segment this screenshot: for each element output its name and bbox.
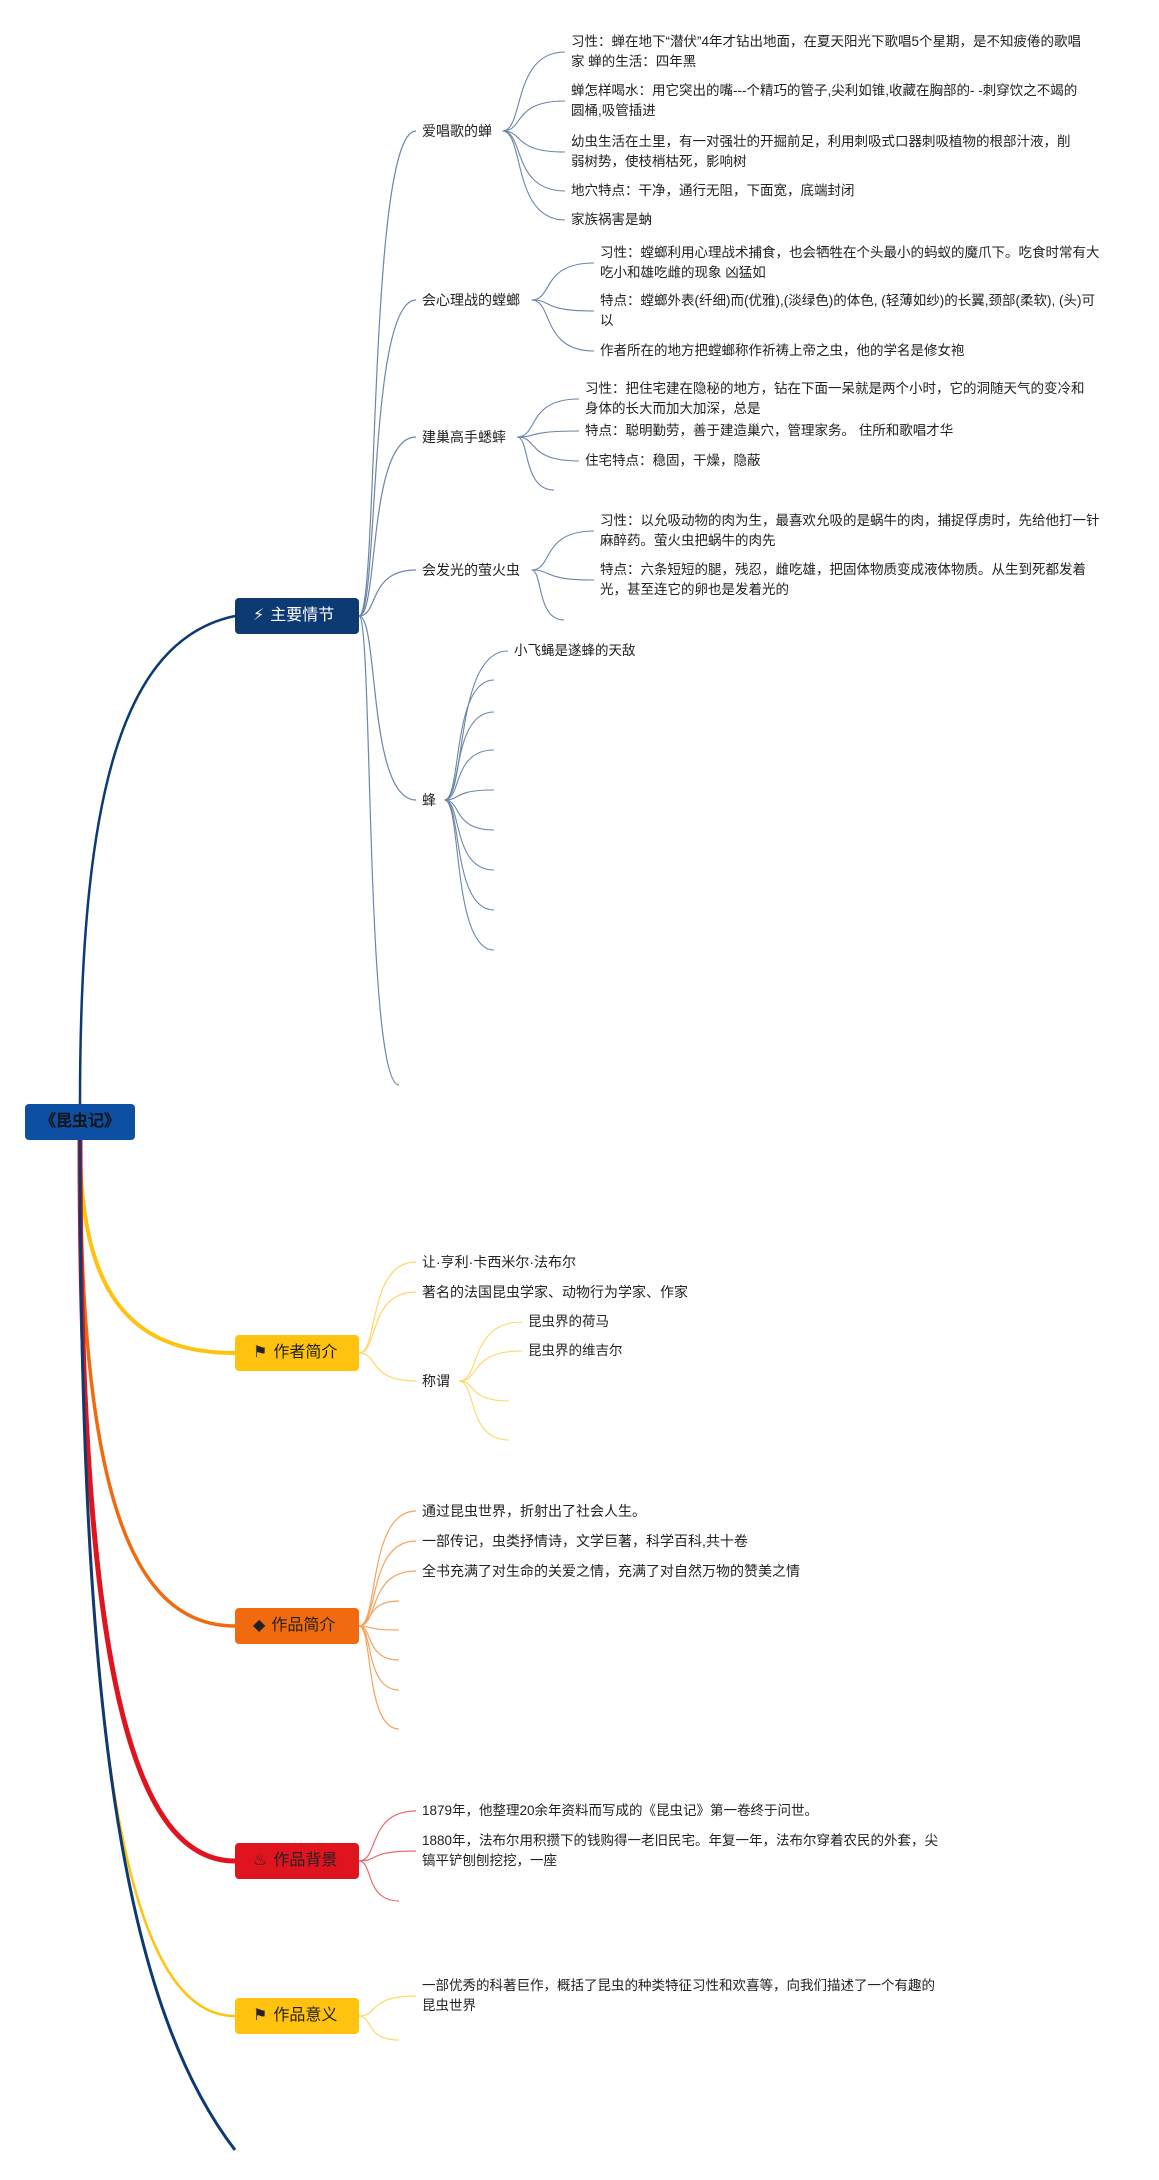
connector-plot-leaf-1-1 bbox=[531, 299, 595, 312]
leaf-firefly-habit[interactable]: 习性：以允吸动物的肉为生，最喜欢允吸的是蜗牛的肉，捕捉俘虏时，先给他打一针麻醉药… bbox=[600, 513, 1100, 548]
topic-mantis[interactable]: 会心理战的螳螂 bbox=[422, 292, 520, 308]
topic-cricket[interactable]: 建巢高手蟋蟀 bbox=[422, 429, 506, 445]
connector-root-intro bbox=[78, 1139, 236, 1628]
leaf-title-homer[interactable]: 昆虫界的荷马 bbox=[528, 1314, 609, 1329]
connector-intro-sub-7 bbox=[358, 1625, 400, 1730]
flag-icon: ⚑ bbox=[253, 2007, 268, 2024]
topic-bee[interactable]: 蜂 bbox=[422, 792, 436, 808]
connector-plot-leaf-2-3 bbox=[516, 436, 555, 491]
leaf-cicada-burrow[interactable]: 地穴特点：干净，通行无阻，下面宽，底端封闭 bbox=[571, 183, 855, 198]
topic-author-profession[interactable]: 著名的法国昆虫学家、动物行为学家、作家 bbox=[422, 1284, 688, 1300]
diamond-icon: ◆ bbox=[253, 1617, 266, 1634]
leaf-cricket-habit[interactable]: 习性：把住宅建在隐秘的地方，钻在下面一呆就是两个小时，它的洞随天气的变冷和身体的… bbox=[585, 381, 1085, 416]
connector-author-sub-1 bbox=[358, 1291, 417, 1354]
connector-plot-leaf-4-2 bbox=[444, 711, 495, 801]
topic-intro-theme[interactable]: 全书充满了对生命的关爱之情，充满了对自然万物的赞美之情 bbox=[422, 1563, 800, 1579]
connector-plot-sub-3 bbox=[358, 569, 417, 617]
connector-plot-sub-0 bbox=[358, 130, 417, 617]
connector-background-sub-2 bbox=[358, 1860, 400, 1902]
category-node-background[interactable]: ♨ 作品背景 bbox=[235, 1843, 359, 1879]
topic-intro-genre[interactable]: 一部传记，虫类抒情诗，文学巨著，科学百科,共十卷 bbox=[422, 1533, 748, 1549]
topic-firefly[interactable]: 会发光的萤火虫 bbox=[422, 562, 520, 578]
category-label: 作品背景 bbox=[273, 1852, 338, 1869]
connector-plot-leaf-3-0 bbox=[531, 530, 595, 571]
connector-root-plot bbox=[78, 614, 236, 1105]
connector-intro-sub-0 bbox=[358, 1510, 417, 1627]
category-node-intro[interactable]: ◆ 作品简介 bbox=[235, 1608, 359, 1644]
connector-plot-leaf-4-4 bbox=[444, 789, 495, 801]
category-label: 作品简介 bbox=[271, 1617, 336, 1634]
connector-root-background bbox=[77, 1139, 236, 1864]
connector-plot-leaf-2-1 bbox=[516, 430, 580, 438]
category-label: 作者简介 bbox=[273, 1344, 338, 1361]
leaf-cricket-features[interactable]: 特点：聪明勤劳，善于建造巢穴，管理家务。 住所和歌唱才华 bbox=[585, 423, 954, 438]
leaf-title-virgil[interactable]: 昆虫界的维吉尔 bbox=[528, 1343, 623, 1358]
connector-plot-leaf-2-2 bbox=[516, 436, 580, 462]
connector-meaning-sub-1 bbox=[358, 2015, 400, 2041]
category-node-author[interactable]: ⚑ 作者简介 bbox=[235, 1335, 359, 1371]
connector-plot-sub-4 bbox=[358, 615, 417, 801]
topic-background-1880[interactable]: 1880年，法布尔用积攒下的钱购得一老旧民宅。年复一年，法布尔穿着农民的外套，尖… bbox=[422, 1833, 939, 1868]
connector-meaning-sub-0 bbox=[358, 1995, 417, 2017]
leaf-mantis-habit[interactable]: 习性：螳螂利用心理战术捕食，也会牺牲在个头最小的蚂蚁的魔爪下。吃食时常有大吃小和… bbox=[600, 245, 1100, 280]
connector-author-sub-0 bbox=[358, 1261, 417, 1354]
connector-plot-leaf-4-6 bbox=[444, 799, 495, 871]
connector-plot-leaf-4-5 bbox=[444, 799, 495, 831]
connector-plot-leaf-4-1 bbox=[444, 679, 495, 801]
topic-background-1879[interactable]: 1879年，他整理20余年资料而写成的《昆虫记》第一卷终于问世。 bbox=[422, 1803, 819, 1818]
magic-wand-icon: ⚡ bbox=[253, 607, 265, 624]
connector-root-tail bbox=[78, 1139, 237, 2151]
topic-cicada[interactable]: 爱唱歌的蝉 bbox=[422, 123, 492, 139]
connector-plot-leaf-1-2 bbox=[531, 299, 595, 352]
connector-intro-sub-1 bbox=[358, 1540, 417, 1627]
connector-plot-leaf-0-4 bbox=[502, 130, 566, 221]
connector-root-meaning bbox=[78, 1139, 236, 2018]
category-label: 作品意义 bbox=[273, 2007, 338, 2024]
connector-author-leaf-2-3 bbox=[458, 1380, 510, 1441]
connector-plot-leaf-1-0 bbox=[531, 262, 595, 301]
leaf-mantis-name[interactable]: 作者所在的地方把螳螂称作祈祷上帝之虫，他的学名是修女袍 bbox=[600, 343, 965, 358]
root-node[interactable]: 《昆虫记》 bbox=[25, 1104, 135, 1140]
connector-plot-leaf-3-2 bbox=[531, 569, 565, 621]
connector-background-sub-1 bbox=[358, 1850, 417, 1862]
topic-intro-reflection[interactable]: 通过昆虫世界，折射出了社会人生。 bbox=[422, 1503, 646, 1519]
connector-intro-sub-3 bbox=[358, 1600, 400, 1627]
leaf-mantis-features[interactable]: 特点：螳螂外表(纤细)而(优雅),(淡绿色)的体色, (轻薄如纱)的长翼,颈部(… bbox=[600, 293, 1095, 328]
topic-meaning[interactable]: 一部优秀的科著巨作，概括了昆虫的种类特征习性和欢喜等，向我们描述了一个有趣的昆虫… bbox=[422, 1978, 935, 2013]
connector-plot-leaf-0-2 bbox=[502, 130, 566, 153]
connector-author-leaf-2-2 bbox=[458, 1380, 510, 1402]
flag-icon: ⚑ bbox=[253, 1344, 268, 1361]
connector-plot-leaf-4-3 bbox=[444, 749, 495, 801]
connector-root-author bbox=[78, 1139, 236, 1355]
connector-plot-sub-5 bbox=[358, 615, 400, 1086]
leaf-firefly-features[interactable]: 特点：六条短短的腿，残忍，雌吃雄，把固体物质变成液体物质。从生到死都发着光，甚至… bbox=[600, 562, 1086, 597]
connector-plot-leaf-3-1 bbox=[531, 569, 595, 581]
connector-plot-leaf-2-0 bbox=[516, 398, 580, 438]
leaf-cicada-drinking[interactable]: 蝉怎样喝水：用它突出的嘴---个精巧的管子,尖利如锥,收藏在胸部的- -刺穿饮之… bbox=[571, 83, 1078, 118]
leaf-cicada-enemy[interactable]: 家族祸害是蚋 bbox=[571, 212, 652, 227]
category-label: 主要情节 bbox=[270, 607, 335, 624]
connector-background-sub-0 bbox=[358, 1810, 417, 1862]
connector-plot-sub-2 bbox=[358, 436, 417, 617]
fire-icon: ♨ bbox=[253, 1852, 268, 1869]
leaf-cicada-habit[interactable]: 习性：蝉在地下“潜伏”4年才钻出地面，在夏天阳光下歌唱5个星期，是不知疲倦的歌唱… bbox=[571, 34, 1082, 69]
connector-author-leaf-2-1 bbox=[458, 1350, 523, 1382]
leaf-bee-enemy[interactable]: 小飞蝇是遂蜂的天敌 bbox=[514, 643, 636, 658]
category-node-meaning[interactable]: ⚑ 作品意义 bbox=[235, 1998, 359, 2034]
category-node-plot[interactable]: ⚡ 主要情节 bbox=[235, 598, 359, 634]
connector-intro-sub-5 bbox=[358, 1625, 400, 1661]
leaf-cicada-larva[interactable]: 幼虫生活在土里，有一对强壮的开掘前足，利用刺吸式口器刺吸植物的根部汁液，削弱树势… bbox=[571, 134, 1071, 169]
leaf-cricket-house[interactable]: 住宅特点：稳固，干燥，隐蔽 bbox=[585, 453, 761, 468]
connector-plot-sub-1 bbox=[358, 299, 417, 617]
connector-plot-leaf-4-8 bbox=[444, 799, 495, 951]
topic-author-titles[interactable]: 称谓 bbox=[422, 1373, 450, 1389]
connector-author-sub-2 bbox=[358, 1352, 417, 1382]
connector-plot-leaf-0-0 bbox=[502, 51, 566, 132]
connector-plot-leaf-0-1 bbox=[502, 100, 566, 132]
topic-author-name[interactable]: 让·亨利·卡西米尔·法布尔 bbox=[422, 1254, 576, 1270]
connector-author-leaf-2-0 bbox=[458, 1321, 523, 1382]
